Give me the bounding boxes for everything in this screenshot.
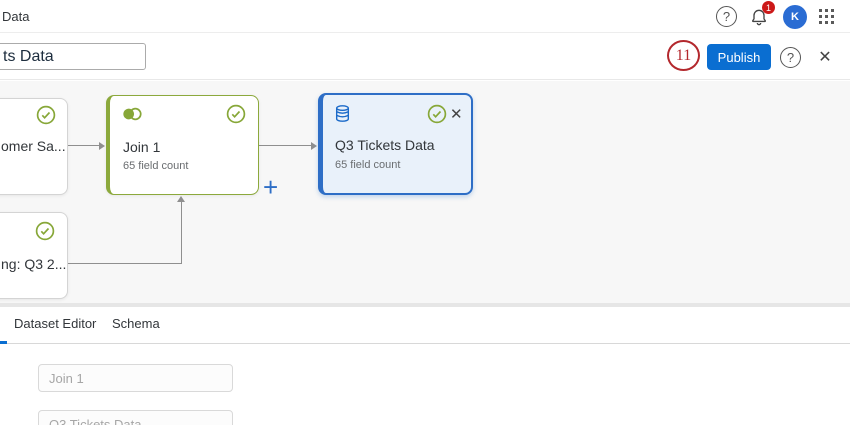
node-label: omer Sa... xyxy=(1,138,66,154)
node-field-count: 65 field count xyxy=(335,159,401,171)
annotation-step-number: 11 xyxy=(667,40,700,71)
node-field-count: 65 field count xyxy=(123,160,189,172)
edge-arrowhead xyxy=(311,142,317,150)
node-q3-source[interactable]: ng: Q3 2... xyxy=(0,212,68,299)
edge-source2-vertical xyxy=(181,202,182,264)
apps-grid-icon[interactable] xyxy=(819,9,834,24)
join-name-field[interactable] xyxy=(38,364,233,392)
edge-join-to-output xyxy=(259,145,311,146)
check-circle-icon xyxy=(427,104,447,124)
tab-dataset-editor[interactable]: Dataset Editor xyxy=(14,316,97,331)
output-name-field[interactable] xyxy=(38,410,233,425)
node-q3-tickets-data[interactable]: ✕ Q3 Tickets Data 65 field count xyxy=(318,93,473,195)
tab-schema[interactable]: Schema xyxy=(112,316,160,331)
edge-source-to-join xyxy=(68,145,100,146)
tab-bar-divider xyxy=(0,343,850,344)
check-circle-icon xyxy=(36,105,56,125)
node-label: Q3 Tickets Data xyxy=(335,137,435,153)
edge-arrowhead-up xyxy=(177,196,185,202)
dataflow-canvas: omer Sa... Join 1 65 field count xyxy=(0,81,850,303)
node-label: Join 1 xyxy=(123,139,161,155)
tab-active-indicator xyxy=(0,341,7,344)
node-customer-sales[interactable]: omer Sa... xyxy=(0,98,68,195)
join-venn-icon xyxy=(122,107,143,126)
database-icon xyxy=(335,105,350,128)
dataset-header: 11 Publish ? ✕ xyxy=(0,34,850,80)
node-label: ng: Q3 2... xyxy=(1,256,67,272)
publish-button[interactable]: Publish xyxy=(707,44,771,70)
check-circle-icon xyxy=(35,221,55,241)
node-join-1[interactable]: Join 1 65 field count xyxy=(106,95,259,195)
dataset-name-input[interactable] xyxy=(0,43,146,70)
check-circle-icon xyxy=(226,104,246,124)
user-avatar[interactable]: K xyxy=(783,5,807,29)
panel-divider xyxy=(0,303,850,307)
add-node-button[interactable]: + xyxy=(263,172,279,202)
edge-arrowhead xyxy=(99,142,105,150)
top-bar: Data ? 1 K xyxy=(0,0,850,33)
edge-source2-horizontal xyxy=(68,263,182,264)
help-button[interactable]: ? xyxy=(780,47,801,68)
bottom-panel: Dataset Editor Schema xyxy=(0,307,850,425)
bell-icon[interactable] xyxy=(749,7,769,27)
app-title: Data xyxy=(2,9,30,24)
help-icon[interactable]: ? xyxy=(716,6,737,27)
notification-badge: 1 xyxy=(762,1,775,14)
remove-node-icon[interactable]: ✕ xyxy=(450,106,463,123)
close-icon[interactable]: ✕ xyxy=(818,49,832,66)
